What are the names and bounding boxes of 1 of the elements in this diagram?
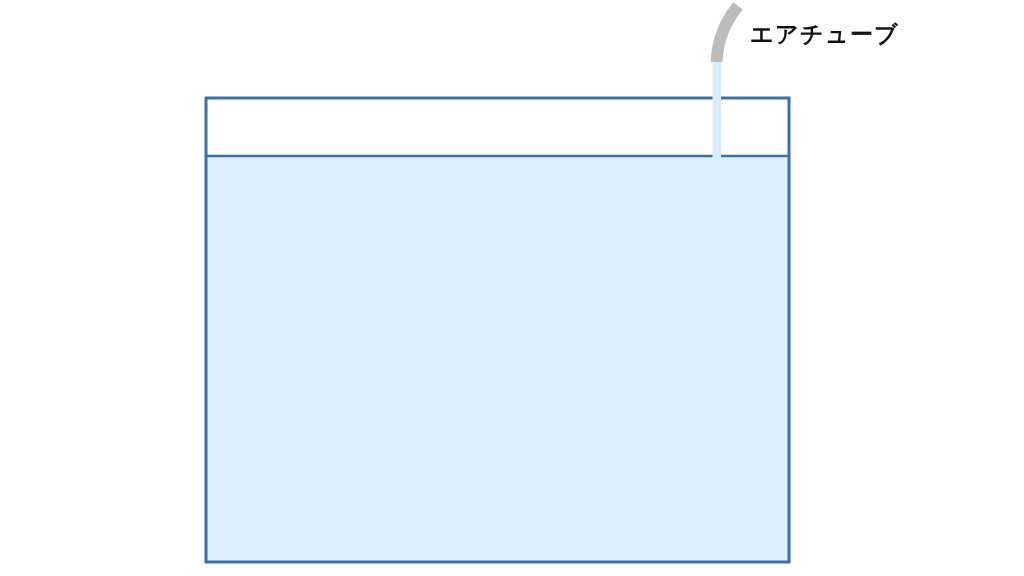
part-label: エアチューブ: [750, 20, 899, 48]
